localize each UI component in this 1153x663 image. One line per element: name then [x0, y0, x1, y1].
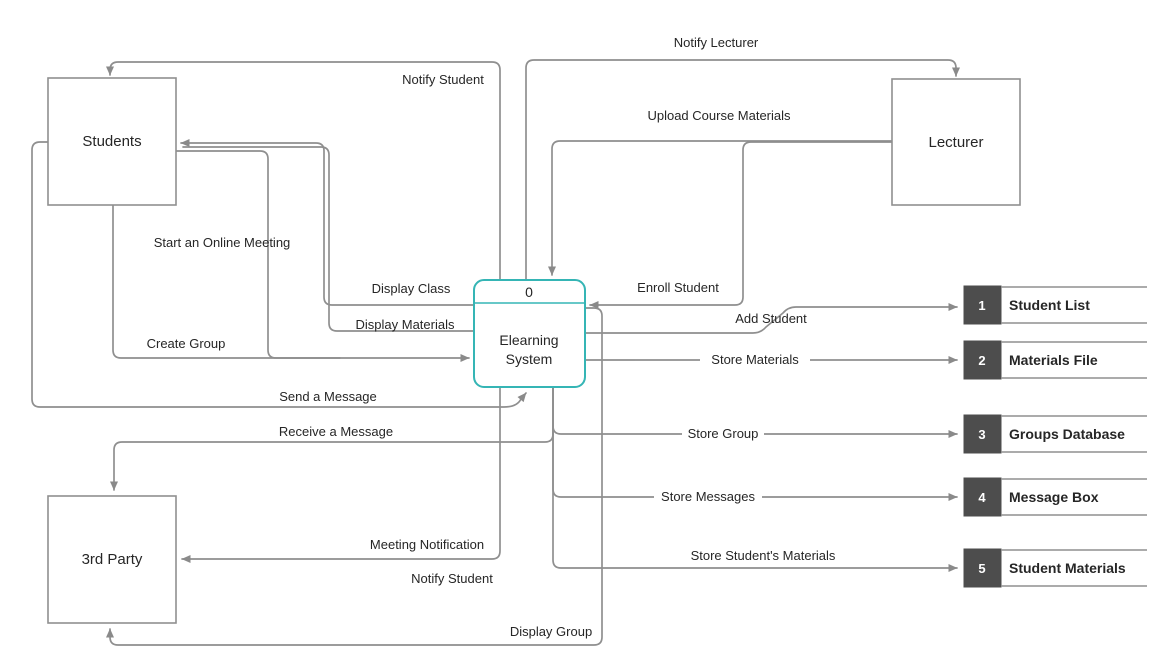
entity-students: Students — [47, 77, 177, 206]
flow-label-notify-student-bottom: Notify Student — [411, 571, 493, 586]
store-group-label-bg — [682, 425, 764, 443]
flow-label-receive-a-message: Receive a Message — [279, 424, 393, 439]
data-store-5-number: 5 — [978, 561, 985, 576]
flow-upload-course-materials — [548, 140, 893, 276]
flow-start-online-meeting — [175, 150, 341, 359]
flow-label-enroll-student: Enroll Student — [637, 280, 719, 295]
data-store-2: 2 Materials File — [963, 340, 1147, 380]
data-store-5: 5 Student Materials — [963, 548, 1147, 588]
data-store-4: 4 Message Box — [963, 477, 1147, 517]
entity-students-label: Students — [82, 133, 141, 150]
flow-label-display-group: Display Group — [510, 624, 592, 639]
process-id: 0 — [525, 284, 533, 300]
flow-label-store-materials: Store Materials — [711, 352, 799, 367]
flow-display-group — [106, 307, 603, 646]
data-store-1-number: 1 — [978, 298, 985, 313]
data-store-5-number-box — [963, 548, 1002, 588]
flow-notify-student-top — [106, 61, 501, 281]
flow-labels: Notify Student Notify Lecturer Upload Co… — [147, 35, 836, 639]
flow-add-student — [584, 303, 958, 334]
process-box — [473, 279, 586, 388]
flow-display-materials — [182, 146, 475, 332]
flow-send-a-message — [31, 141, 527, 408]
data-store-1: 1 Student List — [963, 285, 1147, 325]
entity-students-box — [47, 77, 177, 206]
flow-label-meeting-notification: Meeting Notification — [370, 537, 484, 552]
data-store-3-number: 3 — [978, 427, 985, 442]
data-store-5-label: Student Materials — [1009, 560, 1126, 576]
flow-label-start-online-meeting: Start an Online Meeting — [154, 235, 291, 250]
data-store-1-number-box — [963, 285, 1002, 325]
entity-3rd-party-label: 3rd Party — [82, 551, 143, 568]
data-store-3-number-box — [963, 414, 1002, 454]
flow-label-notify-student-top: Notify Student — [402, 72, 484, 87]
flow-label-store-group: Store Group — [688, 426, 759, 441]
process-elearning-system: 0 Elearning System — [473, 279, 586, 388]
store-messages-label-bg — [654, 488, 762, 506]
data-store-4-number: 4 — [978, 490, 986, 505]
flow-label-store-students-materials: Store Student's Materials — [691, 548, 836, 563]
entity-lecturer-box — [891, 78, 1021, 206]
data-store-3-label: Groups Database — [1009, 426, 1125, 442]
entity-3rd-party-box — [47, 495, 177, 624]
entity-lecturer-label: Lecturer — [928, 134, 983, 151]
entity-3rd-party: 3rd Party — [47, 495, 177, 624]
flow-label-display-materials: Display Materials — [356, 317, 455, 332]
flow-label-add-student: Add Student — [735, 311, 807, 326]
entity-lecturer: Lecturer — [891, 78, 1021, 206]
flow-label-create-group: Create Group — [147, 336, 226, 351]
flow-label-notify-lecturer: Notify Lecturer — [674, 35, 759, 50]
store-materials-label-bg — [700, 351, 810, 369]
data-store-2-number: 2 — [978, 353, 985, 368]
data-store-1-label: Student List — [1009, 297, 1090, 313]
flow-create-group — [112, 204, 470, 362]
flow-label-upload-course-materials: Upload Course Materials — [647, 108, 791, 123]
flow-label-send-a-message: Send a Message — [279, 389, 377, 404]
flow-label-store-messages: Store Messages — [661, 489, 755, 504]
flow-label-display-class: Display Class — [372, 281, 451, 296]
data-store-4-number-box — [963, 477, 1002, 517]
process-name-line1: Elearning — [499, 332, 558, 348]
data-store-4-label: Message Box — [1009, 489, 1099, 505]
data-store-2-label: Materials File — [1009, 352, 1098, 368]
flow-meeting-notification — [181, 386, 501, 563]
flow-notify-lecturer — [525, 59, 960, 281]
flow-store-students-materials — [552, 386, 958, 572]
flow-enroll-student — [589, 141, 893, 309]
data-store-2-number-box — [963, 340, 1002, 380]
process-name-line2: System — [506, 351, 553, 367]
data-store-3: 3 Groups Database — [963, 414, 1147, 454]
